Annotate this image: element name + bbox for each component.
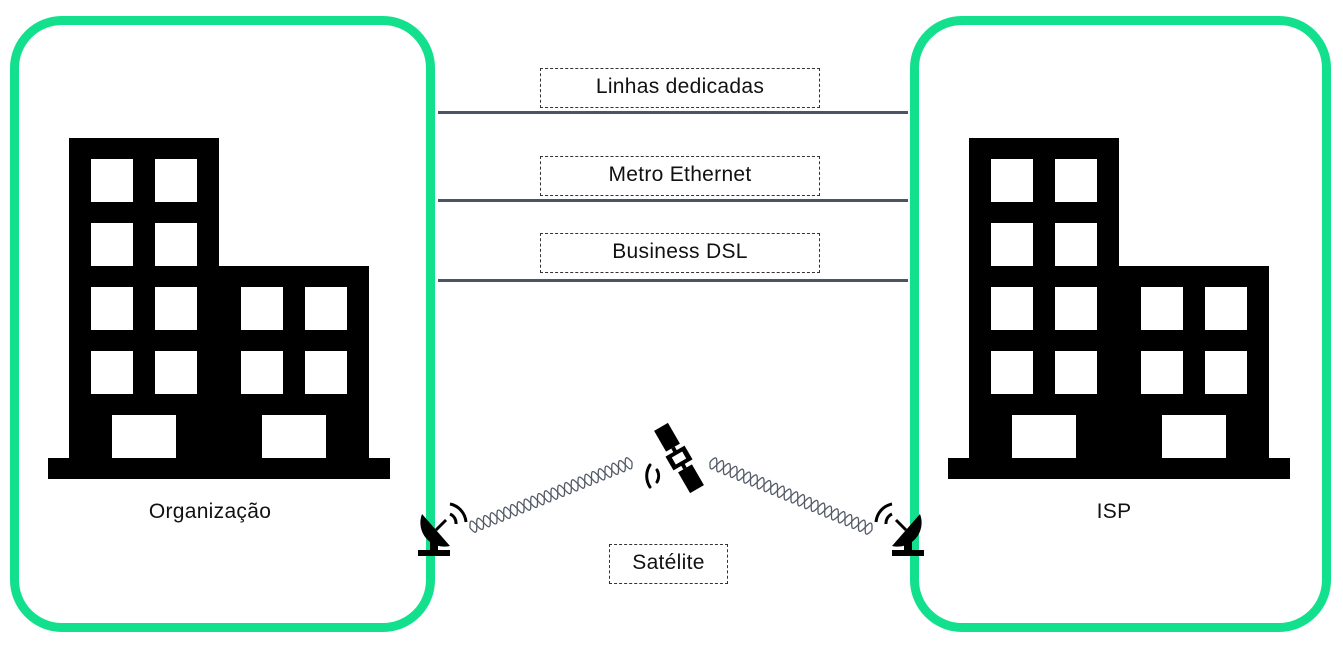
link-label-satellite: Satélite	[609, 544, 728, 584]
link-label-leased-lines: Linhas dedicadas	[540, 68, 820, 108]
link-label-metro-ethernet: Metro Ethernet	[540, 156, 820, 196]
metro-ethernet-connection	[438, 199, 908, 202]
leased-line-connection	[438, 111, 908, 114]
business-dsl-connection	[438, 279, 908, 282]
signal-wave-icon	[469, 457, 633, 533]
satellite-dish-icon	[418, 502, 468, 556]
satellite-dish-icon	[874, 502, 924, 556]
link-label-business-dsl: Business DSL	[540, 233, 820, 273]
organization-label: Organização	[148, 500, 272, 523]
satellite-icon	[654, 422, 704, 494]
office-building-icon	[48, 138, 390, 479]
isp-label: ISP	[1096, 500, 1132, 523]
signal-wave-icon	[709, 457, 873, 535]
office-building-icon	[948, 138, 1290, 479]
